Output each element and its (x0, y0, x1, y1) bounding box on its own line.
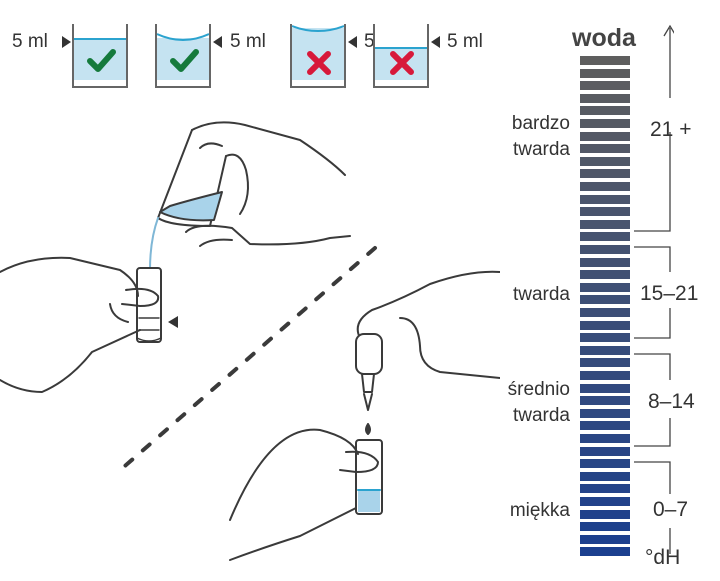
sample-2-arrow-icon (213, 36, 222, 48)
range-soft: 0–7 (653, 498, 689, 521)
category-hard-line1: twarda (512, 284, 570, 305)
scale-bar (580, 534, 630, 544)
unit-label: °dH (645, 546, 681, 569)
scale-bar (580, 421, 630, 431)
sample-2-label: 5 ml (230, 31, 266, 52)
range-medium-hard: 8–14 (648, 390, 695, 413)
scale-bar (580, 446, 630, 456)
scale-bar (580, 245, 630, 254)
range-brackets (634, 24, 674, 554)
scale-bar (580, 194, 630, 204)
scale-bar (580, 219, 630, 229)
sample-4-beaker (373, 24, 429, 88)
scale-bar (580, 68, 630, 78)
scale-bar (580, 320, 630, 330)
scale-bar (580, 547, 630, 557)
scale-bar (580, 358, 630, 368)
cross-icon (390, 51, 414, 75)
category-hard: twarda (470, 282, 570, 308)
category-medium-hard-line1: średnio (507, 379, 570, 400)
sample-1-beaker (72, 24, 128, 88)
sample-4-arrow-icon (431, 36, 440, 48)
scale-bar (580, 257, 630, 267)
scale-bar (580, 434, 630, 443)
category-soft-line1: miękka (509, 500, 570, 521)
scale-bar (580, 93, 630, 103)
scale-title: woda (572, 24, 636, 52)
scale-bar (580, 408, 630, 418)
scale-bar (580, 383, 630, 393)
sample-2-beaker (155, 24, 211, 88)
sample-3-beaker (290, 24, 346, 88)
category-medium-hard: średnio twarda (470, 377, 570, 429)
sample-1-arrow-icon (62, 36, 71, 48)
scale-bar (580, 106, 630, 116)
meniscus-curve (292, 25, 344, 32)
sample-1-label: 5 ml (12, 31, 48, 52)
scale-bar (580, 371, 630, 380)
scale-bar (580, 182, 630, 191)
category-very-hard-line1: bardzo (511, 113, 570, 134)
range-very-hard: 21 + (650, 118, 692, 141)
scale-bar (580, 169, 630, 179)
scale-bar (580, 333, 630, 343)
scale-bar (580, 156, 630, 166)
scale-bar (580, 497, 630, 506)
category-soft: miękka (470, 498, 570, 524)
scale-bar (580, 484, 630, 494)
scale-bar (580, 131, 630, 141)
category-medium-hard-line2: twarda (512, 405, 570, 426)
scale-bar (580, 270, 630, 280)
scale-bar (580, 56, 630, 65)
meniscus-curve (157, 33, 209, 41)
scale-bar (580, 207, 630, 217)
sample-4-label: 5 ml (447, 31, 483, 52)
scale-bar (580, 81, 630, 91)
cross-icon (307, 51, 331, 75)
range-hard: 15–21 (640, 282, 699, 305)
scale-bar (580, 295, 630, 305)
sample-3-arrow-icon (348, 36, 357, 48)
category-very-hard-line2: twarda (512, 139, 570, 160)
scale-bar (580, 522, 630, 532)
scale-bar (580, 232, 630, 242)
scale-bar (580, 144, 630, 154)
scale-bar (580, 459, 630, 469)
procedure-illustration (0, 121, 500, 561)
scale-bar (580, 345, 630, 355)
scale-bar (580, 119, 630, 128)
scale-bar (580, 509, 630, 519)
scale-bar (580, 282, 630, 292)
scale-bar (580, 396, 630, 406)
check-icon (87, 49, 116, 72)
category-very-hard: bardzo twarda (470, 111, 570, 163)
check-icon (170, 49, 199, 72)
scale-bar (580, 308, 630, 317)
scale-bar (580, 471, 630, 481)
